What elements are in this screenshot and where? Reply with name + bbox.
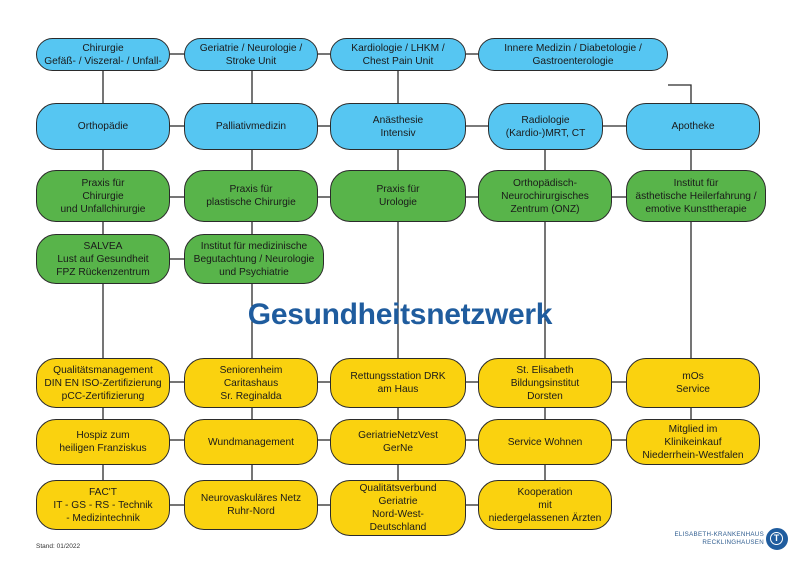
node-wundmanagement: Wundmanagement (184, 419, 318, 465)
node-rettungsstation: Rettungsstation DRK am Haus (330, 358, 466, 408)
logo-line-2: RECKLINGHAUSEN (702, 539, 764, 546)
node-innere-medizin: Innere Medizin / Diabetologie / Gastroen… (478, 38, 668, 71)
node-qualitaetsmanagement: Qualitätsmanagement DIN EN ISO-Zertifizi… (36, 358, 170, 408)
node-kooperation-aerzte: Kooperation mit niedergelassenen Ärzten (478, 480, 612, 530)
node-service-wohnen: Service Wohnen (478, 419, 612, 465)
node-apotheke: Apotheke (626, 103, 760, 150)
node-seniorenheim: Seniorenheim Caritashaus Sr. Reginalda (184, 358, 318, 408)
node-geriatrie-neurologie: Geriatrie / Neurologie / Stroke Unit (184, 38, 318, 71)
node-praxis-chirurgie: Praxis für Chirurgie und Unfallchirurgie (36, 170, 170, 222)
node-bildungsinstitut: St. Elisabeth Bildungsinstitut Dorsten (478, 358, 612, 408)
node-radiologie: Radiologie (Kardio-)MRT, CT (488, 103, 603, 150)
node-salvea: SALVEA Lust auf Gesundheit FPZ Rückenzen… (36, 234, 170, 284)
node-chirurgie: Chirurgie Gefäß- / Viszeral- / Unfall- (36, 38, 170, 71)
node-qualitaetsverbund-geriatrie: Qualitätsverbund Geriatrie Nord-West- De… (330, 480, 466, 536)
page-title: Gesundheitsnetzwerk (247, 298, 553, 331)
node-anaesthesie: Anästhesie Intensiv (330, 103, 466, 150)
node-onz: Orthopädisch- Neurochirurgisches Zentrum… (478, 170, 612, 222)
node-hospiz: Hospiz zum heiligen Franziskus (36, 419, 170, 465)
node-institut-aesthetische-heilerfahrung: Institut für ästhetische Heilerfahrung /… (626, 170, 766, 222)
node-praxis-plastische-chirurgie: Praxis für plastische Chirurgie (184, 170, 318, 222)
node-mos-service: mOs Service (626, 358, 760, 408)
node-fact: FAC'T IT - GS - RS - Technik - Medizinte… (36, 480, 170, 530)
node-institut-begutachtung: Institut für medizinische Begutachtung /… (184, 234, 324, 284)
node-kardiologie: Kardiologie / LHKM / Chest Pain Unit (330, 38, 466, 71)
node-palliativmedizin: Palliativmedizin (184, 103, 318, 150)
stand-date: Stand: 01/2022 (36, 543, 81, 550)
hospital-logo-text: ELISABETH-KRANKENHAUS RECKLINGHAUSEN (664, 531, 764, 547)
node-praxis-urologie: Praxis für Urologie (330, 170, 466, 222)
node-orthopaedie: Orthopädie (36, 103, 170, 150)
node-geriatrienetzvest: GeriatrieNetzVest GerNe (330, 419, 466, 465)
logo-glyph: T (770, 532, 783, 545)
logo-line-1: ELISABETH-KRANKENHAUS (674, 531, 764, 538)
node-klinikeinkauf: Mitglied im Klinikeinkauf Niederrhein-We… (626, 419, 760, 465)
node-neurovaskulaeres-netz: Neurovaskuläres Netz Ruhr-Nord (184, 480, 318, 530)
hospital-logo-icon: T (766, 528, 788, 550)
